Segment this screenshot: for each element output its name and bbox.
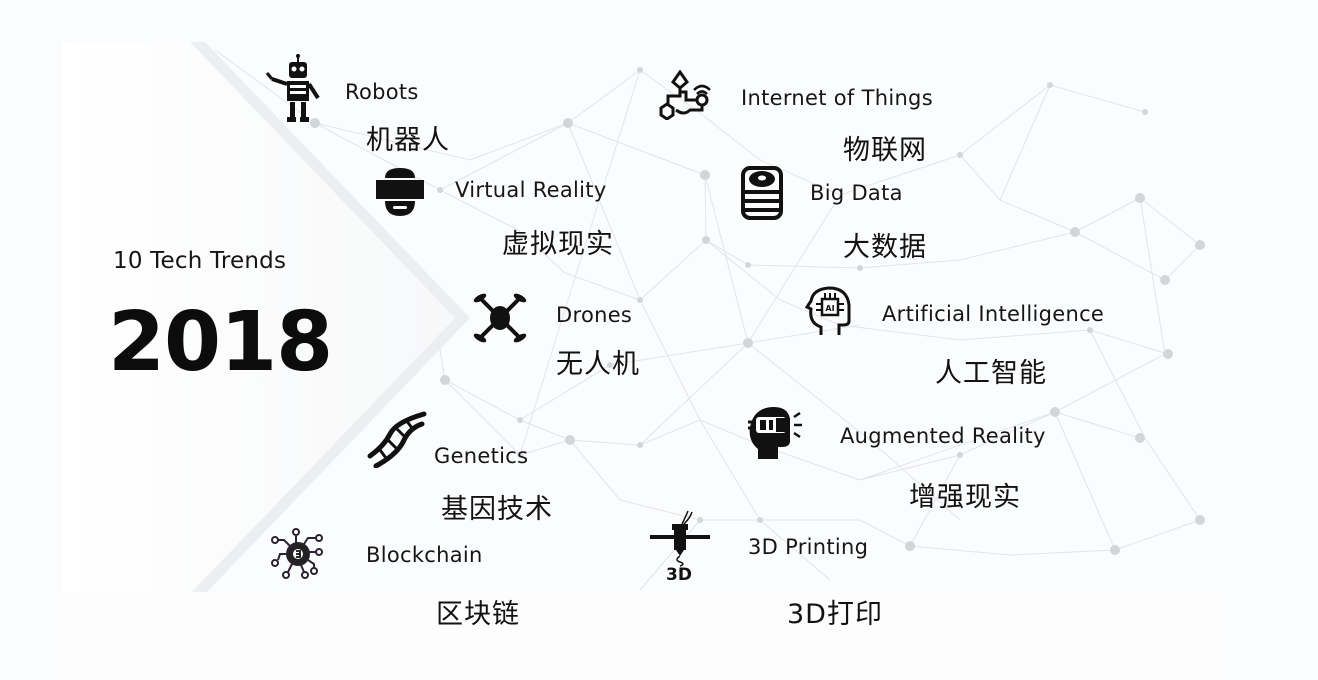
ar-head-icon	[748, 407, 802, 459]
subtitle: 10 Tech Trends	[113, 248, 287, 274]
3d-printer-icon: 3D	[650, 510, 710, 582]
trend-label-zh: 人工智能	[935, 358, 1047, 389]
trend-label-zh: 物联网	[843, 135, 927, 166]
ai-head-icon: AI	[805, 286, 851, 335]
trend-label-zh: 增强现实	[909, 482, 1021, 513]
trend-label-en: Augmented Reality	[840, 424, 1046, 448]
trend-label-en: Virtual Reality	[455, 178, 607, 202]
trend-label-en: Genetics	[434, 444, 529, 468]
trend-label-zh: 机器人	[366, 125, 450, 156]
trend-label-zh: 大数据	[843, 232, 927, 263]
trend-label-en: Artificial Intelligence	[882, 302, 1105, 326]
year-title: 2018	[108, 295, 333, 390]
dna-icon	[367, 411, 427, 468]
blockchain-icon	[271, 528, 323, 579]
trend-label-zh: 无人机	[556, 349, 640, 380]
trend-label-en: Blockchain	[366, 543, 483, 567]
vr-headset-icon	[376, 168, 424, 216]
robot-icon	[266, 54, 320, 122]
trend-label-en: 3D Printing	[748, 535, 869, 559]
trend-label-zh: 3D打印	[787, 599, 883, 630]
svg-text:3D: 3D	[666, 565, 692, 582]
database-icon	[741, 166, 783, 220]
drone-icon	[473, 293, 527, 343]
trend-label-en: Drones	[556, 303, 633, 327]
trend-label-zh: 区块链	[436, 599, 520, 630]
iot-icon	[659, 70, 711, 120]
trend-label-zh: 基因技术	[441, 494, 553, 525]
trend-label-zh: 虚拟现实	[502, 229, 614, 260]
trend-label-en: Internet of Things	[741, 86, 933, 110]
trend-label-en: Robots	[345, 80, 419, 104]
svg-text:AI: AI	[825, 304, 834, 313]
trend-label-en: Big Data	[810, 181, 903, 205]
